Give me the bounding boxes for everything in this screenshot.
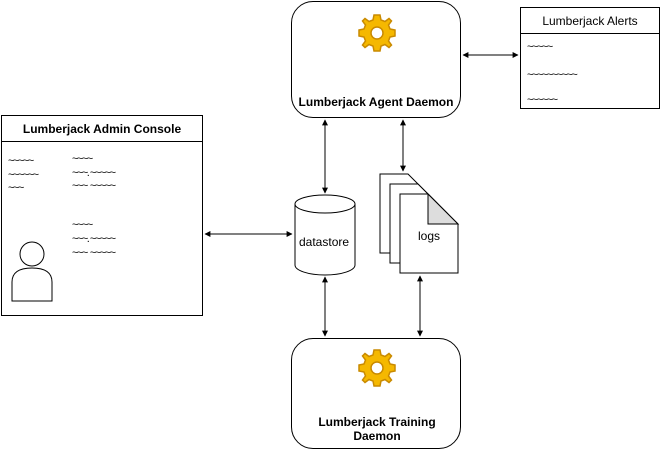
admin-group1-line: ~~~. ~~~~~ (72, 167, 116, 179)
admin-group2-line: ~~~. ~~~~~ (72, 233, 116, 245)
admin-left-line: ~~~~~ (8, 155, 34, 167)
gear-shape (358, 14, 396, 52)
training-daemon-title: Lumberjack Training Daemon (318, 415, 436, 443)
logs-documents (379, 173, 460, 274)
user-icon (11, 241, 53, 302)
alerts-line: ~~~~~~ (527, 94, 558, 106)
admin-group2-line: ~~~~ (72, 219, 93, 231)
admin-group2-line: ~~~ ~~~~~ (72, 247, 116, 259)
agent-daemon-box: Lumberjack Agent Daemon (291, 1, 461, 118)
agent-daemon-title: Lumberjack Agent Daemon (298, 95, 454, 109)
logs-label: logs (418, 229, 441, 243)
alerts-line: ~~~~~~~~~~ (527, 69, 578, 81)
admin-console-header: Lumberjack Admin Console (2, 116, 202, 142)
admin-group1-line: ~~~ ~~~~~ (72, 180, 116, 192)
admin-group1-line: ~~~~ (72, 153, 93, 165)
alerts-title: Lumberjack Alerts (542, 13, 638, 28)
admin-console-box: Lumberjack Admin Console ~~~~~ ~~~~~~ ~~… (1, 115, 203, 316)
admin-left-line: ~~~~~~ (8, 169, 39, 181)
admin-console-title: Lumberjack Admin Console (22, 121, 182, 136)
gear-icon (358, 349, 396, 387)
admin-left-line: ~~~ (8, 182, 24, 194)
alerts-line: ~~~~~ (527, 41, 553, 53)
gear-icon (358, 14, 396, 52)
datastore-cylinder (294, 194, 356, 276)
training-daemon-box: Lumberjack Training Daemon (291, 338, 461, 449)
alerts-box: Lumberjack Alerts ~~~~~ ~~~~~~~~~~ ~~~~~… (520, 7, 660, 109)
alerts-header: Lumberjack Alerts (521, 8, 659, 34)
datastore-label: datastore (299, 235, 350, 249)
